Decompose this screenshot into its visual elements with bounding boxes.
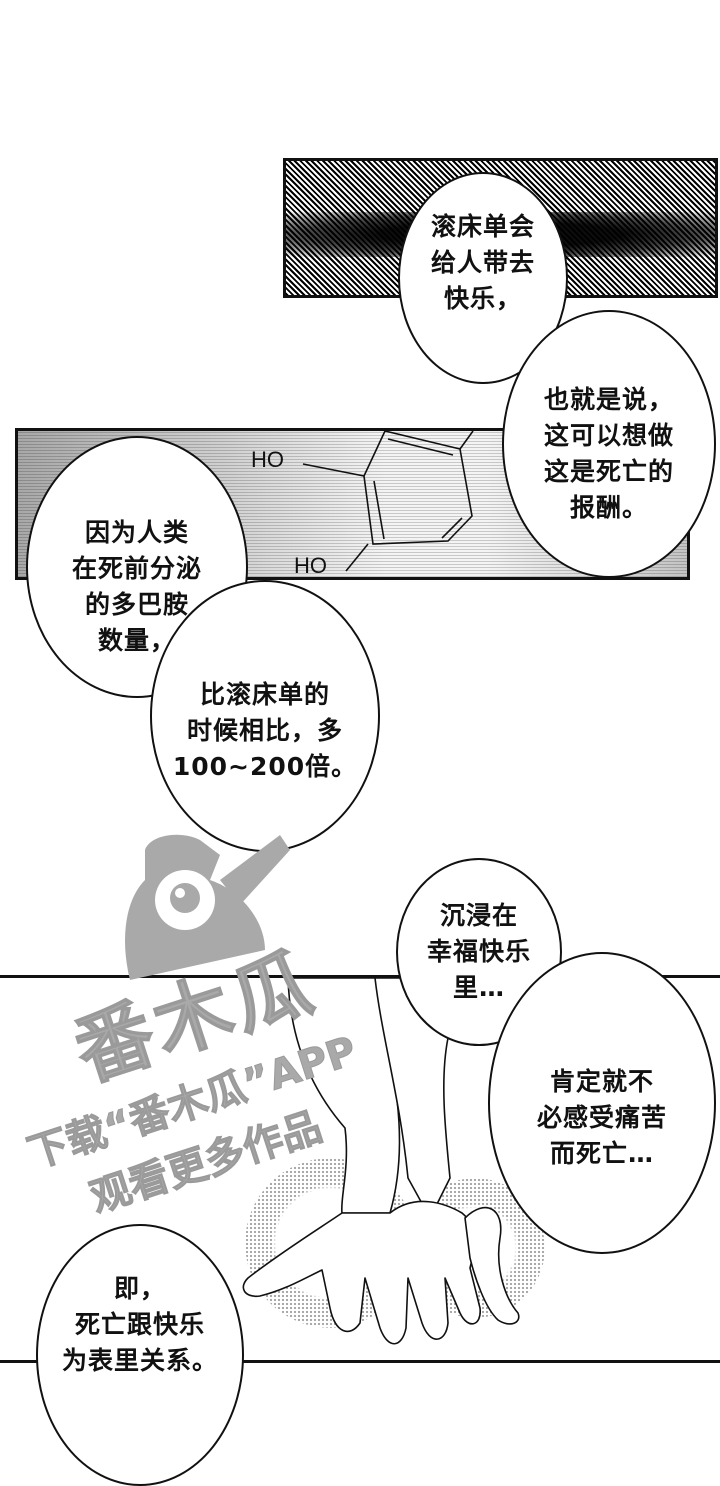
- speech-bubble: 滚床单会 给人带去 快乐，: [398, 172, 568, 384]
- speech-bubble: 因为人类 在死前分泌 的多巴胺 数量，: [26, 436, 248, 698]
- speech-bubble: 也就是说， 这可以想做 这是死亡的 报酬。: [502, 310, 716, 578]
- bubble-text: 沉浸在 幸福快乐 里…: [426, 901, 531, 1002]
- dopamine-structure-diagram: [302, 431, 474, 572]
- panel-border-top: [0, 975, 720, 978]
- bubble-text: 肯定就不 必感受痛苦 而死亡…: [536, 1067, 667, 1168]
- chem-label-ho-top: HO: [251, 447, 284, 472]
- speech-bubble: 比滚床单的 时候相比，多 100~200倍。: [150, 580, 380, 852]
- panel-border-bottom: [0, 1360, 720, 1363]
- bubble-text: 比滚床单的 时候相比，多 100~200倍。: [172, 680, 358, 781]
- bubble-text: 也就是说， 这可以想做 这是死亡的 报酬。: [543, 385, 674, 522]
- bubble-text: 滚床单会 给人带去 快乐，: [430, 212, 535, 313]
- chem-label-ho-bottom: HO: [294, 553, 327, 578]
- speech-bubble: 肯定就不 必感受痛苦 而死亡…: [488, 952, 716, 1254]
- speech-bubble: 即， 死亡跟快乐 为表里关系。: [36, 1224, 244, 1486]
- bubble-text: 因为人类 在死前分泌 的多巴胺 数量，: [71, 518, 202, 655]
- bubble-text: 即， 死亡跟快乐 为表里关系。: [61, 1274, 218, 1375]
